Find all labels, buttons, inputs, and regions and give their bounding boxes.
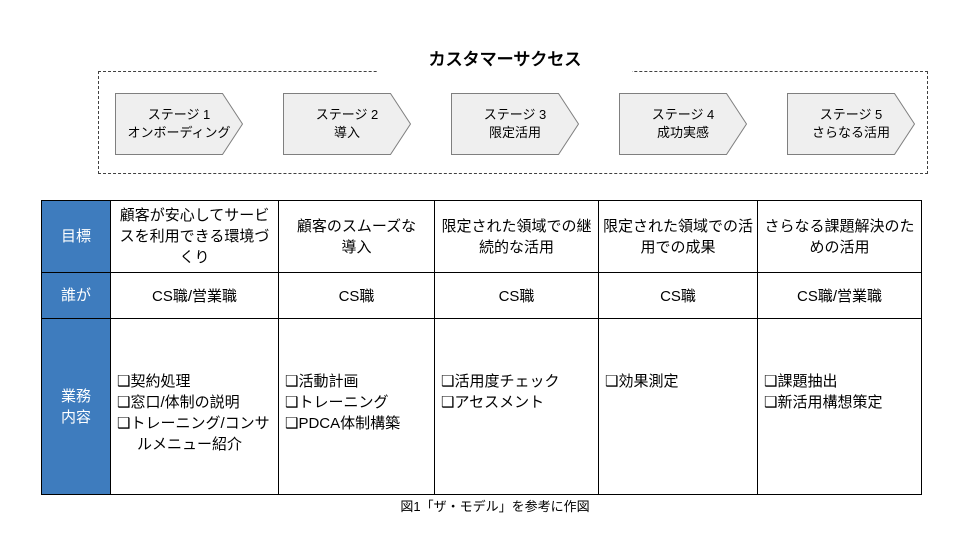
who-cell-stage3: CS職 bbox=[434, 272, 599, 319]
task-item: ❑トレーニング bbox=[285, 394, 389, 411]
stage-number: ステージ 3 bbox=[483, 107, 547, 122]
who-cell-stage4: CS職 bbox=[598, 272, 758, 319]
stage-table: 目標 顧客が安心してサービ スを利用できる環境づ くり 顧客のスムーズな 導入 … bbox=[41, 200, 922, 495]
task-item: ❑トレーニング/コンサルメニュー紹介 bbox=[117, 415, 270, 453]
stage-number: ステージ 1 bbox=[147, 107, 211, 122]
task-item: ❑活用度チェック bbox=[441, 373, 560, 390]
row-header-who: 誰が bbox=[41, 272, 111, 319]
chevron-arrow-icon bbox=[115, 93, 243, 155]
goal-cell-stage4: 限定された領域での活 用での成果 bbox=[598, 200, 758, 273]
goal-row: 目標 顧客が安心してサービ スを利用できる環境づ くり 顧客のスムーズな 導入 … bbox=[41, 200, 922, 273]
task-item: ❑アセスメント bbox=[441, 394, 545, 411]
stage-number: ステージ 2 bbox=[315, 107, 379, 122]
stage-arrows: ステージ 1 オンボーディング ステージ 2 導入 ステージ 3 限定活用 ステ… bbox=[115, 93, 915, 155]
tasks-cell-stage5: ❑課題抽出 ❑新活用構想策定 bbox=[757, 318, 922, 495]
task-item: ❑PDCA体制構築 bbox=[285, 415, 401, 432]
stage-name: 限定活用 bbox=[488, 125, 541, 140]
page-title: カスタマーサクセス bbox=[378, 45, 632, 75]
goal-cell-stage2: 顧客のスムーズな 導入 bbox=[278, 200, 435, 273]
stage-arrow-1: ステージ 1 オンボーディング bbox=[115, 93, 243, 155]
stage-number: ステージ 4 bbox=[651, 107, 715, 122]
task-item: ❑契約処理 bbox=[117, 373, 191, 390]
chevron-arrow-icon bbox=[283, 93, 411, 155]
stage-label: ステージ 5 さらなる活用 bbox=[787, 93, 915, 155]
chevron-arrow-icon bbox=[451, 93, 579, 155]
task-item: ❑課題抽出 bbox=[764, 373, 838, 390]
stage-label: ステージ 2 導入 bbox=[283, 93, 411, 155]
stage-name: オンボーディング bbox=[127, 125, 231, 140]
tasks-cell-stage2: ❑活動計画 ❑トレーニング ❑PDCA体制構築 bbox=[278, 318, 435, 495]
stage-arrow-2: ステージ 2 導入 bbox=[283, 93, 411, 155]
chevron-arrow-icon bbox=[619, 93, 747, 155]
who-row: 誰が CS職/営業職 CS職 CS職 CS職 CS職/営業職 bbox=[41, 272, 922, 319]
task-item: ❑効果測定 bbox=[605, 373, 679, 390]
chevron-arrow-icon bbox=[787, 93, 915, 155]
task-item: ❑窓口/体制の説明 bbox=[117, 394, 240, 411]
who-cell-stage1: CS職/営業職 bbox=[110, 272, 279, 319]
row-header-tasks: 業務 内容 bbox=[41, 318, 111, 495]
tasks-row: 業務 内容 ❑契約処理 ❑窓口/体制の説明 ❑トレーニング/コンサルメニュー紹介… bbox=[41, 318, 922, 495]
tasks-cell-stage4: ❑効果測定 bbox=[598, 318, 758, 495]
task-item: ❑活動計画 bbox=[285, 373, 359, 390]
tasks-cell-stage3: ❑活用度チェック ❑アセスメント bbox=[434, 318, 599, 495]
stage-arrow-5: ステージ 5 さらなる活用 bbox=[787, 93, 915, 155]
who-cell-stage2: CS職 bbox=[278, 272, 435, 319]
stage-name: 成功実感 bbox=[656, 125, 709, 140]
stage-number: ステージ 5 bbox=[819, 107, 883, 122]
tasks-cell-stage1: ❑契約処理 ❑窓口/体制の説明 ❑トレーニング/コンサルメニュー紹介 bbox=[110, 318, 279, 495]
task-item: ❑新活用構想策定 bbox=[764, 394, 883, 411]
goal-cell-stage3: 限定された領域での継 続的な活用 bbox=[434, 200, 599, 273]
stage-label: ステージ 4 成功実感 bbox=[619, 93, 747, 155]
stage-name: 導入 bbox=[333, 125, 360, 140]
row-header-goal: 目標 bbox=[41, 200, 111, 273]
stage-arrow-4: ステージ 4 成功実感 bbox=[619, 93, 747, 155]
goal-cell-stage1: 顧客が安心してサービ スを利用できる環境づ くり bbox=[110, 200, 279, 273]
stage-arrow-3: ステージ 3 限定活用 bbox=[451, 93, 579, 155]
stage-label: ステージ 1 オンボーディング bbox=[115, 93, 243, 155]
figure-caption: 図1「ザ・モデル」を参考に作図 bbox=[400, 499, 590, 514]
goal-cell-stage5: さらなる課題解決のた めの活用 bbox=[757, 200, 922, 273]
who-cell-stage5: CS職/営業職 bbox=[757, 272, 922, 319]
stage-label: ステージ 3 限定活用 bbox=[451, 93, 579, 155]
stage-name: さらなる活用 bbox=[811, 125, 890, 140]
